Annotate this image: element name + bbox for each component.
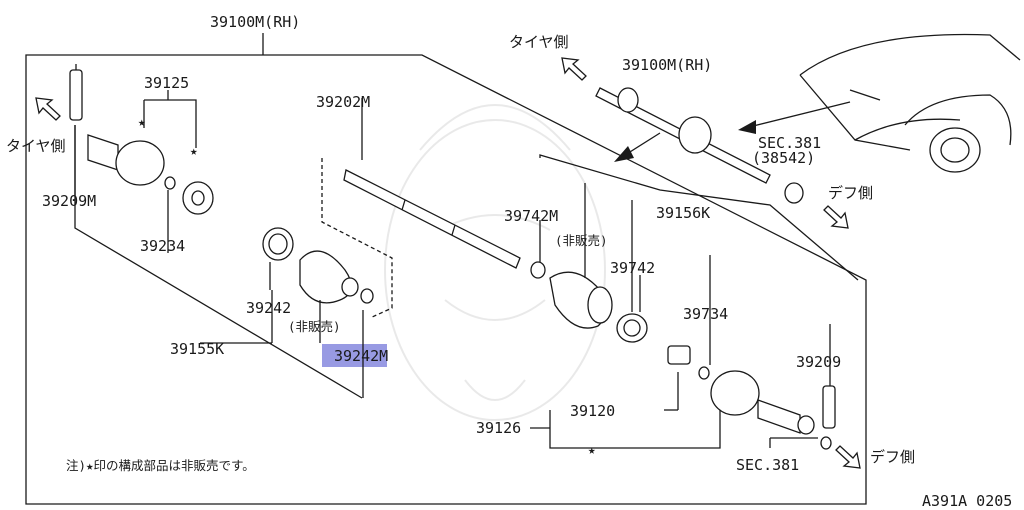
sec-381-bottom-label: SEC.381 [736, 456, 799, 474]
inset-shaft [595, 87, 804, 204]
snap-ring-outer-label: 39234 [140, 237, 185, 255]
boot-kit-outer-label: 39242M [334, 347, 388, 365]
outer-boot-band-part [262, 227, 294, 261]
inner-repair-kit-label: 39156K [656, 204, 710, 222]
inner-housing-label: 39120 [570, 402, 615, 420]
svg-text:★: ★ [190, 143, 198, 158]
outer-boot-part [299, 250, 374, 304]
diff-side-arrow-right [823, 205, 849, 229]
inner-housing-part [710, 370, 832, 450]
tire-side-arrow-left [35, 97, 61, 121]
inner-boot-part [549, 271, 613, 329]
tire-side-top-label: タイヤ側 [509, 33, 569, 51]
drawing-code: A391A 0205 [922, 492, 1012, 510]
boot-band-inner-label: 39742 [610, 259, 655, 277]
svg-text:★: ★ [138, 114, 146, 129]
inner-joint-label: 39209 [796, 353, 841, 371]
not-sold-label-1: (非販売) [288, 319, 341, 334]
outer-frame [25, 54, 867, 505]
tire-side-arrow-top [561, 57, 587, 81]
highlight-box [322, 344, 387, 367]
note-text: 注)★印の構成部品は非販売です。 [66, 458, 255, 473]
not-sold-label-2: (非販売) [555, 233, 608, 248]
inset-assembly-label: 39100M(RH) [622, 56, 712, 74]
outer-repair-kit-label: 39155K [170, 340, 224, 358]
watermark [384, 104, 606, 421]
outer-bolt [69, 64, 83, 121]
boot-kit-inner-label: 39742M [504, 207, 558, 225]
diff-side-right-label: デフ側 [828, 184, 873, 202]
spider-part [667, 345, 710, 380]
diff-side-bottom-label: デフ側 [870, 448, 915, 466]
inner-bolt-part [822, 385, 836, 429]
inset-arrows [614, 101, 851, 162]
inner-joint-kit-label: 39126 [476, 419, 521, 437]
star-inner: ★ [588, 442, 596, 457]
main-assembly-label: 39100M(RH) [210, 13, 300, 31]
tire-side-left-label: タイヤ側 [6, 137, 66, 155]
outer-joint-part [87, 134, 214, 215]
sec-381-top-label: SEC.381 [758, 134, 821, 152]
shaft-label: 39202M [316, 93, 370, 111]
spider-label: 39734 [683, 305, 728, 323]
outer-joint-label: 39209M [42, 192, 96, 210]
shaft-part [343, 169, 521, 269]
diff-side-arrow-bottom [835, 445, 861, 469]
outer-joint-kit-label: 39125 [144, 74, 189, 92]
sec-381-top-sub-label: (38542) [752, 149, 815, 167]
boot-band-outer-label: 39242 [246, 299, 291, 317]
vehicle-inset [799, 33, 1021, 173]
